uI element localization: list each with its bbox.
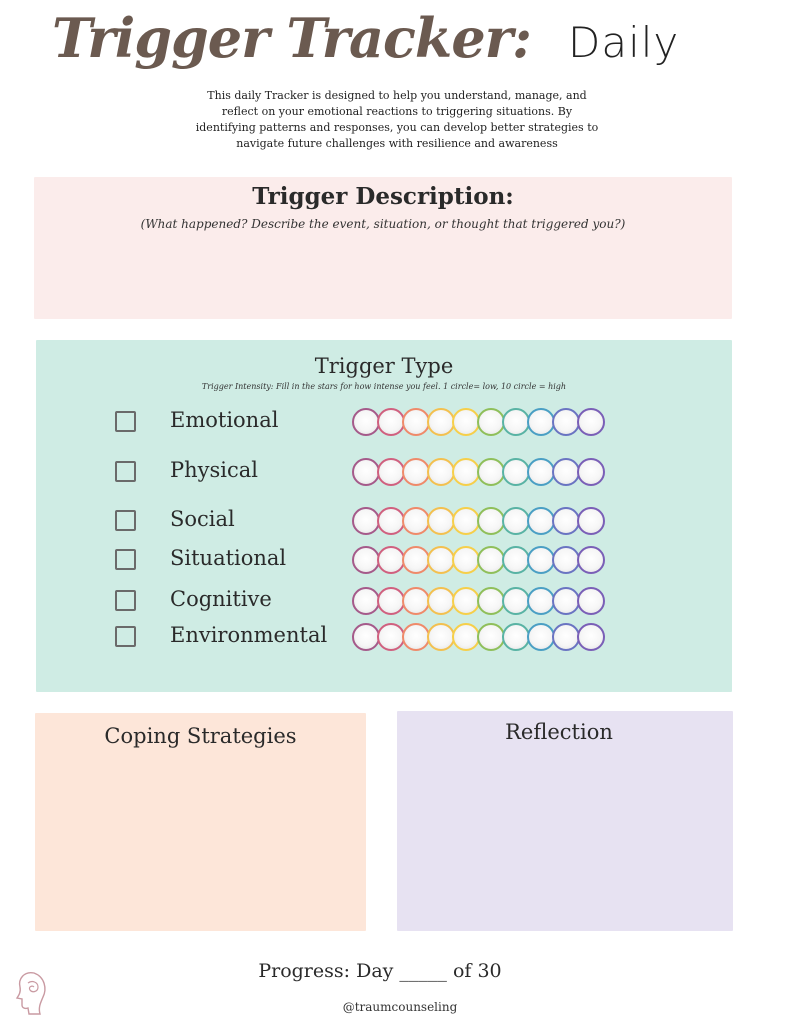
trigger-type-row: Social [0, 504, 794, 538]
intensity-circle[interactable] [427, 458, 455, 486]
trigger-type-checkbox[interactable] [115, 626, 136, 647]
trigger-type-row: Cognitive [0, 584, 794, 618]
intensity-circle[interactable] [552, 408, 580, 436]
intensity-circle[interactable] [377, 623, 405, 651]
intensity-circle[interactable] [377, 408, 405, 436]
intensity-circle[interactable] [502, 458, 530, 486]
intensity-circle[interactable] [352, 507, 380, 535]
intensity-circle[interactable] [402, 546, 430, 574]
intensity-circle[interactable] [377, 546, 405, 574]
intensity-circle[interactable] [502, 546, 530, 574]
intro-text: This daily Tracker is designed to help y… [150, 88, 644, 152]
progress-line: Progress: Day _____ of 30 [258, 960, 502, 982]
intensity-circle[interactable] [527, 587, 555, 615]
head-logo-icon [15, 972, 46, 1015]
trigger-type-label: Physical [170, 458, 259, 482]
intro-line: reflect on your emotional reactions to t… [221, 105, 573, 118]
trigger-description-box[interactable] [34, 177, 732, 319]
intensity-circle[interactable] [427, 507, 455, 535]
intensity-circle[interactable] [402, 458, 430, 486]
intensity-circle[interactable] [527, 546, 555, 574]
intensity-circle[interactable] [552, 458, 580, 486]
intro-line: navigate future challenges with resilien… [236, 137, 558, 150]
intensity-circle[interactable] [477, 587, 505, 615]
trigger-type-checkbox[interactable] [115, 590, 136, 611]
trigger-type-label: Situational [170, 546, 287, 570]
intensity-circle[interactable] [577, 623, 605, 651]
intensity-circle[interactable] [352, 546, 380, 574]
intensity-circle[interactable] [502, 408, 530, 436]
intensity-circle[interactable] [577, 408, 605, 436]
intensity-circle[interactable] [477, 623, 505, 651]
intensity-circle[interactable] [452, 587, 480, 615]
intensity-circle[interactable] [452, 408, 480, 436]
intro-line: This daily Tracker is designed to help y… [207, 89, 587, 102]
intensity-circle[interactable] [527, 458, 555, 486]
intensity-circle[interactable] [377, 507, 405, 535]
trigger-intensity-hint: Trigger Intensity: Fill in the stars for… [201, 382, 567, 391]
trigger-type-heading: Trigger Type [314, 354, 454, 378]
intensity-circle[interactable] [377, 587, 405, 615]
intensity-circle[interactable] [352, 408, 380, 436]
trigger-type-row: Physical [0, 455, 794, 489]
intensity-circle[interactable] [477, 507, 505, 535]
intensity-circle[interactable] [477, 408, 505, 436]
intensity-circle[interactable] [352, 458, 380, 486]
intensity-circle[interactable] [452, 458, 480, 486]
reflection-box[interactable] [397, 711, 733, 931]
trigger-type-row: Emotional [0, 405, 794, 439]
trigger-description-heading: Trigger Description: [252, 183, 514, 210]
page-title: Trigger Tracker: [52, 6, 532, 70]
intensity-circle[interactable] [527, 623, 555, 651]
intensity-circle[interactable] [577, 587, 605, 615]
intensity-circle[interactable] [577, 458, 605, 486]
intensity-circle[interactable] [527, 507, 555, 535]
intensity-circle[interactable] [377, 458, 405, 486]
trigger-type-row: Environmental [0, 620, 794, 654]
trigger-type-checkbox[interactable] [115, 549, 136, 570]
intro-line: identifying patterns and responses, you … [195, 121, 599, 134]
intensity-circle[interactable] [502, 623, 530, 651]
trigger-type-label: Social [170, 507, 235, 531]
intensity-circle[interactable] [502, 587, 530, 615]
intensity-circle[interactable] [427, 623, 455, 651]
intensity-circle[interactable] [477, 458, 505, 486]
intensity-circle[interactable] [402, 408, 430, 436]
intensity-circle[interactable] [427, 408, 455, 436]
intensity-circle[interactable] [402, 587, 430, 615]
trigger-type-checkbox[interactable] [115, 510, 136, 531]
coping-strategies-heading: Coping Strategies [104, 724, 297, 748]
coping-strategies-box[interactable] [35, 713, 366, 931]
intensity-circle[interactable] [552, 587, 580, 615]
intensity-circle[interactable] [502, 507, 530, 535]
intensity-circle[interactable] [427, 546, 455, 574]
intensity-circle[interactable] [577, 507, 605, 535]
trigger-type-label: Environmental [170, 623, 328, 647]
intensity-circle[interactable] [402, 507, 430, 535]
intensity-circle[interactable] [527, 408, 555, 436]
intensity-circle[interactable] [552, 623, 580, 651]
intensity-circle[interactable] [577, 546, 605, 574]
page-subtitle: Daily [568, 18, 680, 67]
trigger-type-row: Situational [0, 543, 794, 577]
social-handle: @traumcounseling [342, 1000, 458, 1014]
intensity-circle[interactable] [452, 623, 480, 651]
intensity-circle[interactable] [402, 623, 430, 651]
intensity-circle[interactable] [477, 546, 505, 574]
trigger-description-hint: (What happened? Describe the event, situ… [140, 217, 626, 231]
trigger-type-label: Emotional [170, 408, 279, 432]
intensity-circle[interactable] [552, 546, 580, 574]
intensity-circle[interactable] [552, 507, 580, 535]
trigger-type-checkbox[interactable] [115, 411, 136, 432]
intensity-circle[interactable] [452, 507, 480, 535]
reflection-heading: Reflection [505, 720, 613, 744]
trigger-type-checkbox[interactable] [115, 461, 136, 482]
trigger-type-label: Cognitive [170, 587, 272, 611]
intensity-circle[interactable] [352, 587, 380, 615]
intensity-circle[interactable] [352, 623, 380, 651]
intensity-circle[interactable] [452, 546, 480, 574]
intensity-circle[interactable] [427, 587, 455, 615]
